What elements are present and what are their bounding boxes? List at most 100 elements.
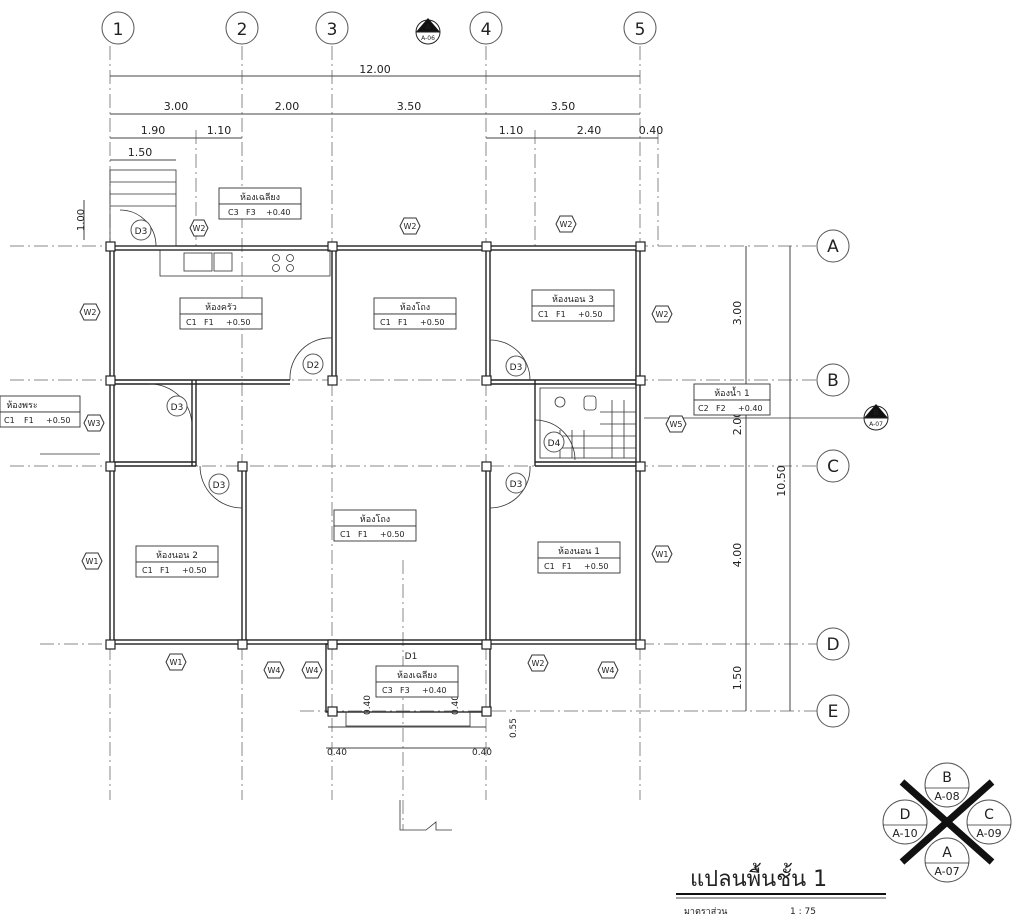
section-marker-a: A A-06: [415, 18, 441, 45]
door-tags: D3 D2 D3 D3 D4 D3 D3 D1: [130, 219, 565, 662]
room-tag-bathroom-1: ห้องน้ำ 1 C2 F2 +0.40: [693, 383, 771, 416]
room-tag-bedroom-1: ห้องนอน 1 C1 F1 +0.50: [537, 541, 621, 574]
grid-label-D: D: [826, 635, 839, 655]
grid-bubble-5: [623, 11, 657, 45]
bottom-dimensions: 0.40 0.40 0.40 0.40 0.55: [326, 695, 519, 758]
room-floor-code: F1: [204, 318, 214, 327]
room-ceiling-code: C2: [698, 404, 709, 413]
dim-stair-depth: 1.00: [76, 209, 87, 231]
room-name: ห้องนอน 2: [156, 550, 198, 561]
section-b-ref: A-07: [869, 421, 883, 428]
room-name: ห้องนอน 3: [552, 294, 594, 305]
dim-right-total: 10.50: [775, 465, 788, 497]
window-tag: W2: [84, 308, 97, 317]
key-plan: B A-08 D A-10 C A-09 A A-07: [882, 762, 1012, 883]
door-tag: D3: [510, 480, 523, 490]
room-floor-code: F1: [358, 530, 368, 539]
window-tag: W4: [268, 666, 281, 675]
room-tag-shrine: ห้องพระ C1 F1 +0.50: [0, 395, 100, 455]
door-tag: D3: [171, 403, 184, 413]
columns: [105, 241, 646, 717]
room-level: +0.50: [46, 416, 71, 425]
grid-column-bubbles: 1 2 3 4 5: [101, 11, 657, 45]
room-tag-hall-upper: ห้องโถง C1 F1 +0.50: [373, 297, 457, 330]
room-floor-code: F2: [716, 404, 726, 413]
door-tag: D3: [135, 227, 148, 237]
left-dimensions: 1.00: [76, 200, 87, 240]
room-floor-code: F1: [24, 416, 34, 425]
window-tag: W4: [602, 666, 615, 675]
section-a-letter: A: [426, 23, 431, 31]
grid-bubble-1: [101, 11, 135, 45]
room-name: ห้องนอน 1: [558, 546, 600, 557]
window-tag: W2: [656, 310, 669, 319]
grid-label-E: E: [828, 702, 839, 722]
room-ceiling-code: C3: [228, 208, 239, 217]
window-tag: W2: [560, 220, 573, 229]
right-dimensions: 3.00 2.00 4.00 1.50 10.50: [731, 246, 791, 711]
key-plan-top-letter: B: [942, 770, 952, 786]
dim-porch-step: 0.55: [509, 718, 519, 738]
room-ceiling-code: C1: [544, 562, 555, 571]
window-tag: W2: [404, 222, 417, 231]
dim-porch-d: 0.40: [451, 695, 461, 715]
window-tags: W2 W2 W2 W2 W2 W3 W5 W1 W1 W1 W4 W4 W2 W…: [79, 215, 687, 679]
room-level: +0.50: [578, 310, 603, 319]
key-plan-left-letter: D: [900, 807, 911, 823]
door-tag: D2: [307, 361, 320, 371]
door-tag: D3: [510, 363, 523, 373]
room-name: ห้องครัว: [205, 302, 237, 313]
door-swings: [119, 209, 576, 509]
dim-total-width: 12.00: [359, 63, 391, 76]
dim-span-1: 3.00: [164, 100, 189, 113]
grid-label-1: 1: [113, 20, 124, 40]
window-tag: W2: [532, 659, 545, 668]
title-block: แปลนพื้นชั้น 1 มาตราส่วน 1 : 75: [676, 863, 886, 917]
dim-right-2: 2.00: [731, 411, 744, 436]
room-tag-kitchen: ห้องครัว C1 F1 +0.50: [179, 297, 263, 330]
room-tag-veranda-back: ห้องเฉลียง C3 F3 +0.40: [218, 187, 302, 220]
room-name: ห้องเฉลียง: [240, 192, 280, 203]
grid-label-C: C: [827, 457, 839, 477]
scale-value: 1 : 75: [790, 907, 816, 917]
room-ceiling-code: C1: [186, 318, 197, 327]
grid-bubble-2: [225, 11, 259, 45]
door-tag: D3: [213, 481, 226, 491]
dim-sub-left-2: 1.10: [207, 124, 232, 137]
room-ceiling-code: C1: [340, 530, 351, 539]
key-plan-right-ref: A-09: [976, 827, 1001, 840]
grid-label-4: 4: [481, 20, 492, 40]
section-b-letter: B: [874, 409, 879, 417]
door-tag: D1: [405, 652, 418, 662]
room-name: ห้องน้ำ 1: [714, 386, 750, 399]
window-tag: W1: [656, 550, 669, 559]
dim-sub-right-1: 1.10: [499, 124, 524, 137]
room-name: ห้องโถง: [400, 302, 430, 313]
bathroom-tiles: [539, 387, 637, 459]
window-tag: W4: [306, 666, 319, 675]
room-tag-veranda-front: ห้องเฉลียง C3 F3 +0.40: [375, 665, 459, 698]
key-plan-bottom-ref: A-07: [934, 865, 959, 878]
kitchen-counter: [159, 249, 331, 277]
room-floor-code: F1: [160, 566, 170, 575]
room-ceiling-code: C1: [142, 566, 153, 575]
section-cut-line-bottom: [399, 800, 452, 831]
dim-porch-b: 0.40: [472, 748, 492, 758]
room-level: +0.50: [182, 566, 207, 575]
room-level: +0.40: [266, 208, 291, 217]
dim-span-3: 3.50: [397, 100, 422, 113]
key-plan-left-ref: A-10: [892, 827, 917, 840]
grid-label-5: 5: [635, 20, 646, 40]
key-plan-bottom-letter: A: [942, 845, 952, 861]
room-tag-bedroom-3: ห้องนอน 3 C1 F1 +0.50: [531, 289, 615, 322]
grid-label-2: 2: [237, 20, 248, 40]
dim-sub-left-1: 1.90: [141, 124, 166, 137]
scale-label: มาตราส่วน: [684, 907, 727, 917]
room-level: +0.40: [422, 686, 447, 695]
room-name: ห้องโถง: [360, 514, 390, 525]
room-ceiling-code: C1: [538, 310, 549, 319]
room-ceiling-code: C1: [380, 318, 391, 327]
room-floor-code: F1: [556, 310, 566, 319]
room-floor-code: F1: [398, 318, 408, 327]
